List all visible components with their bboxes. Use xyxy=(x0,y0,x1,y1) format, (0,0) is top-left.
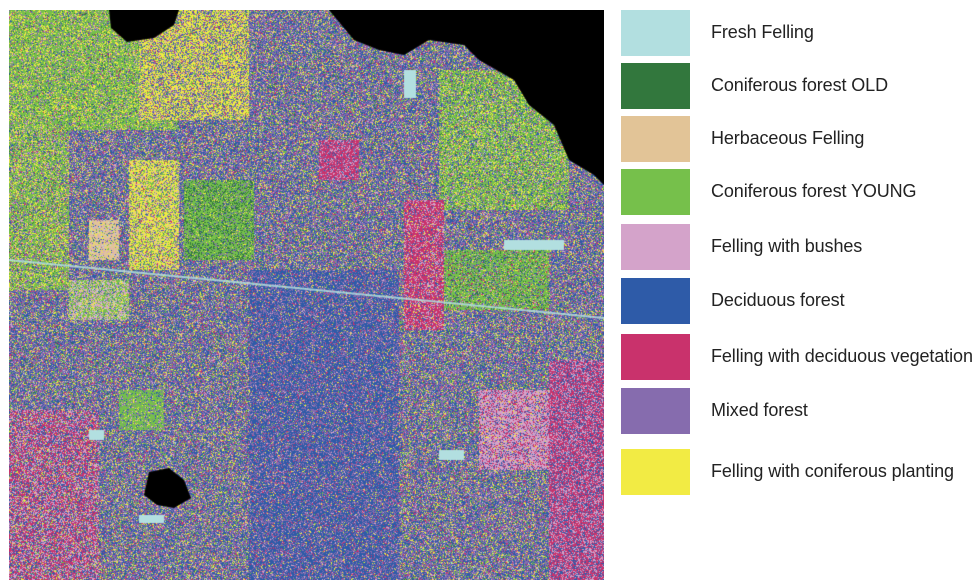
classification-map xyxy=(9,10,604,580)
legend-item-herbaceous-felling: Herbaceous Felling xyxy=(621,116,974,166)
legend-label: Herbaceous Felling xyxy=(711,128,865,148)
legend-label: Deciduous forest xyxy=(711,290,845,310)
legend-label: Felling with bushes xyxy=(711,236,863,256)
legend-label: Mixed forest xyxy=(711,400,808,420)
legend-swatch xyxy=(621,116,690,162)
legend-swatch xyxy=(621,388,690,434)
legend-swatch xyxy=(621,449,690,495)
legend-label: Coniferous forest OLD xyxy=(711,75,888,95)
legend-item-fresh-felling: Fresh Felling xyxy=(621,10,974,60)
legend-swatch xyxy=(621,63,690,109)
legend-swatch xyxy=(621,334,690,380)
legend-item-felling-bushes: Felling with bushes xyxy=(621,224,974,274)
legend-swatch xyxy=(621,278,690,324)
legend-item-coniferous-old: Coniferous forest OLD xyxy=(621,63,974,113)
legend-label: Coniferous forest YOUNG xyxy=(711,181,917,201)
legend-item-mixed-forest: Mixed forest xyxy=(621,388,974,438)
legend-swatch xyxy=(621,169,690,215)
legend-swatch xyxy=(621,10,690,56)
classification-raster xyxy=(9,10,604,580)
legend-label: Felling with deciduous vegetation xyxy=(711,346,973,366)
legend-label: Felling with coniferous planting xyxy=(711,461,954,481)
legend-item-deciduous-forest: Deciduous forest xyxy=(621,278,974,328)
legend-label: Fresh Felling xyxy=(711,22,814,42)
legend-item-coniferous-young: Coniferous forest YOUNG xyxy=(621,169,974,219)
legend-item-felling-coniferous-planting: Felling with coniferous planting xyxy=(621,449,974,499)
legend-item-felling-deciduous: Felling with deciduous vegetation xyxy=(621,334,974,384)
legend-swatch xyxy=(621,224,690,270)
map-legend: Fresh Felling Coniferous forest OLD Herb… xyxy=(621,0,974,580)
